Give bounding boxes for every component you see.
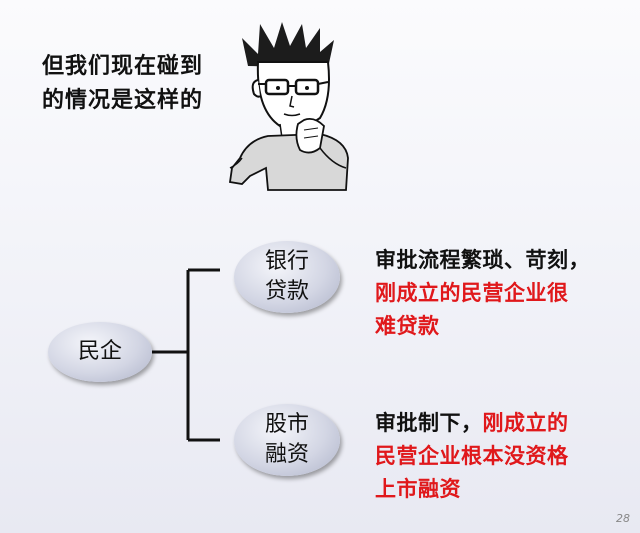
bank-desc-line-2: 刚成立的民营企业很 [375, 281, 569, 305]
node-bank-loan: 银行 贷款 [234, 241, 340, 313]
stock-financing-description: 审批制下，刚成立的 民营企业根本没资格 上市融资 [375, 407, 569, 506]
node-stock-financing-line-1: 股市 [264, 412, 309, 437]
node-private-enterprise: 民企 [48, 322, 152, 382]
stock-desc-line-1-black: 审批制下， [375, 411, 483, 435]
stock-desc-line-1-red: 刚成立的 [482, 411, 569, 435]
node-bank-loan-line-2: 贷款 [264, 279, 309, 304]
stock-desc-line-2: 民营企业根本没资格 [375, 444, 569, 468]
bank-loan-description: 审批流程繁琐、苛刻， 刚成立的民营企业很 难贷款 [375, 244, 590, 343]
page-number: 28 [616, 512, 630, 525]
cartoon-person-illustration [228, 22, 349, 191]
bank-desc-line-1: 审批流程繁琐、苛刻， [375, 248, 590, 272]
node-private-enterprise-label: 民企 [77, 339, 122, 364]
intro-line-1: 但我们现在碰到 [42, 54, 204, 79]
intro-text: 但我们现在碰到 的情况是这样的 [42, 50, 203, 118]
stock-desc-line-1: 审批制下，刚成立的 [375, 407, 569, 440]
node-stock-financing-line-2: 融资 [264, 442, 309, 467]
intro-line-2: 的情况是这样的 [42, 88, 204, 113]
bank-desc-line-3: 难贷款 [375, 314, 440, 338]
node-stock-financing: 股市 融资 [234, 404, 340, 476]
node-bank-loan-line-1: 银行 [264, 249, 309, 274]
stock-desc-line-3: 上市融资 [375, 477, 461, 501]
